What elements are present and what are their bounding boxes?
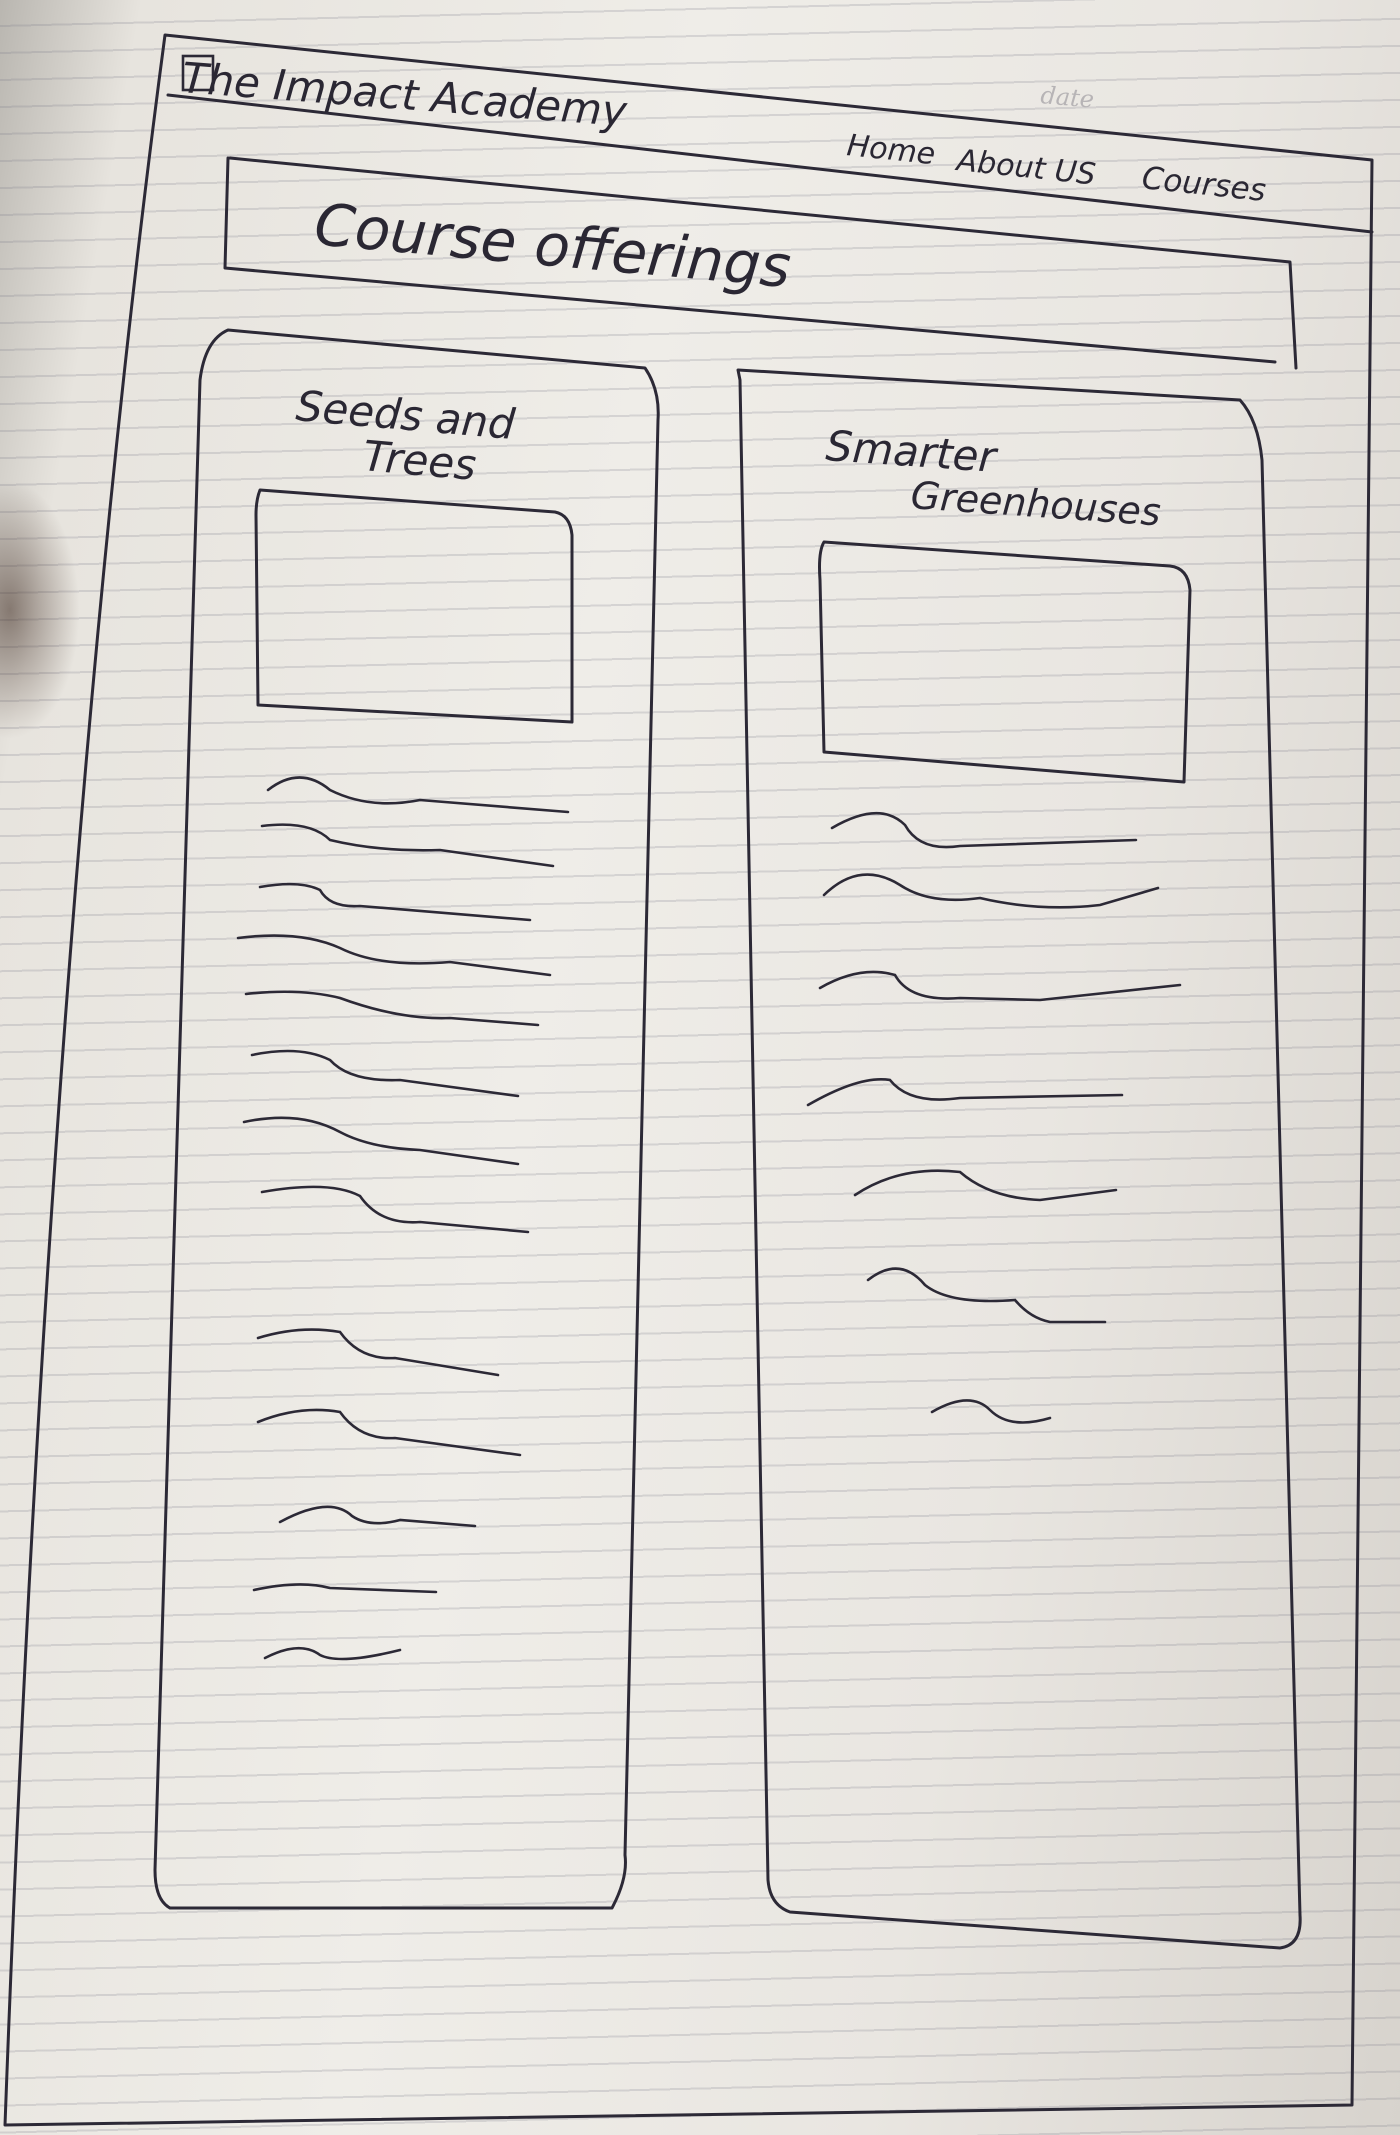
header-divider bbox=[166, 93, 1374, 234]
course-description-scribble bbox=[236, 776, 570, 1661]
nav-courses[interactable]: Courses bbox=[1140, 160, 1267, 209]
course-title-line2: Greenhouses bbox=[909, 473, 1162, 534]
nav-about-us[interactable]: About US bbox=[953, 143, 1097, 193]
corner-mark: date bbox=[1039, 81, 1095, 114]
course-card-seeds-and-trees[interactable]: Seeds and Trees bbox=[153, 328, 660, 1910]
course-description-scribble bbox=[806, 811, 1182, 1424]
card-frame bbox=[736, 368, 1302, 1950]
course-card-smarter-greenhouses[interactable]: Smarter Greenhouses bbox=[736, 368, 1302, 1950]
logo-icon bbox=[181, 54, 215, 92]
site-title[interactable]: The Impact Academy bbox=[180, 53, 629, 136]
main-nav: Home About US Courses bbox=[845, 128, 1267, 209]
image-placeholder-icon bbox=[254, 488, 574, 724]
course-title-line1: Smarter bbox=[824, 421, 1000, 482]
page-frame bbox=[3, 33, 1374, 2127]
course-offerings-banner: Course offerings bbox=[223, 156, 1298, 370]
image-placeholder-icon bbox=[818, 540, 1192, 784]
card-frame bbox=[153, 328, 660, 1910]
nav-home[interactable]: Home bbox=[845, 128, 937, 172]
course-title-line2: Trees bbox=[361, 431, 478, 490]
